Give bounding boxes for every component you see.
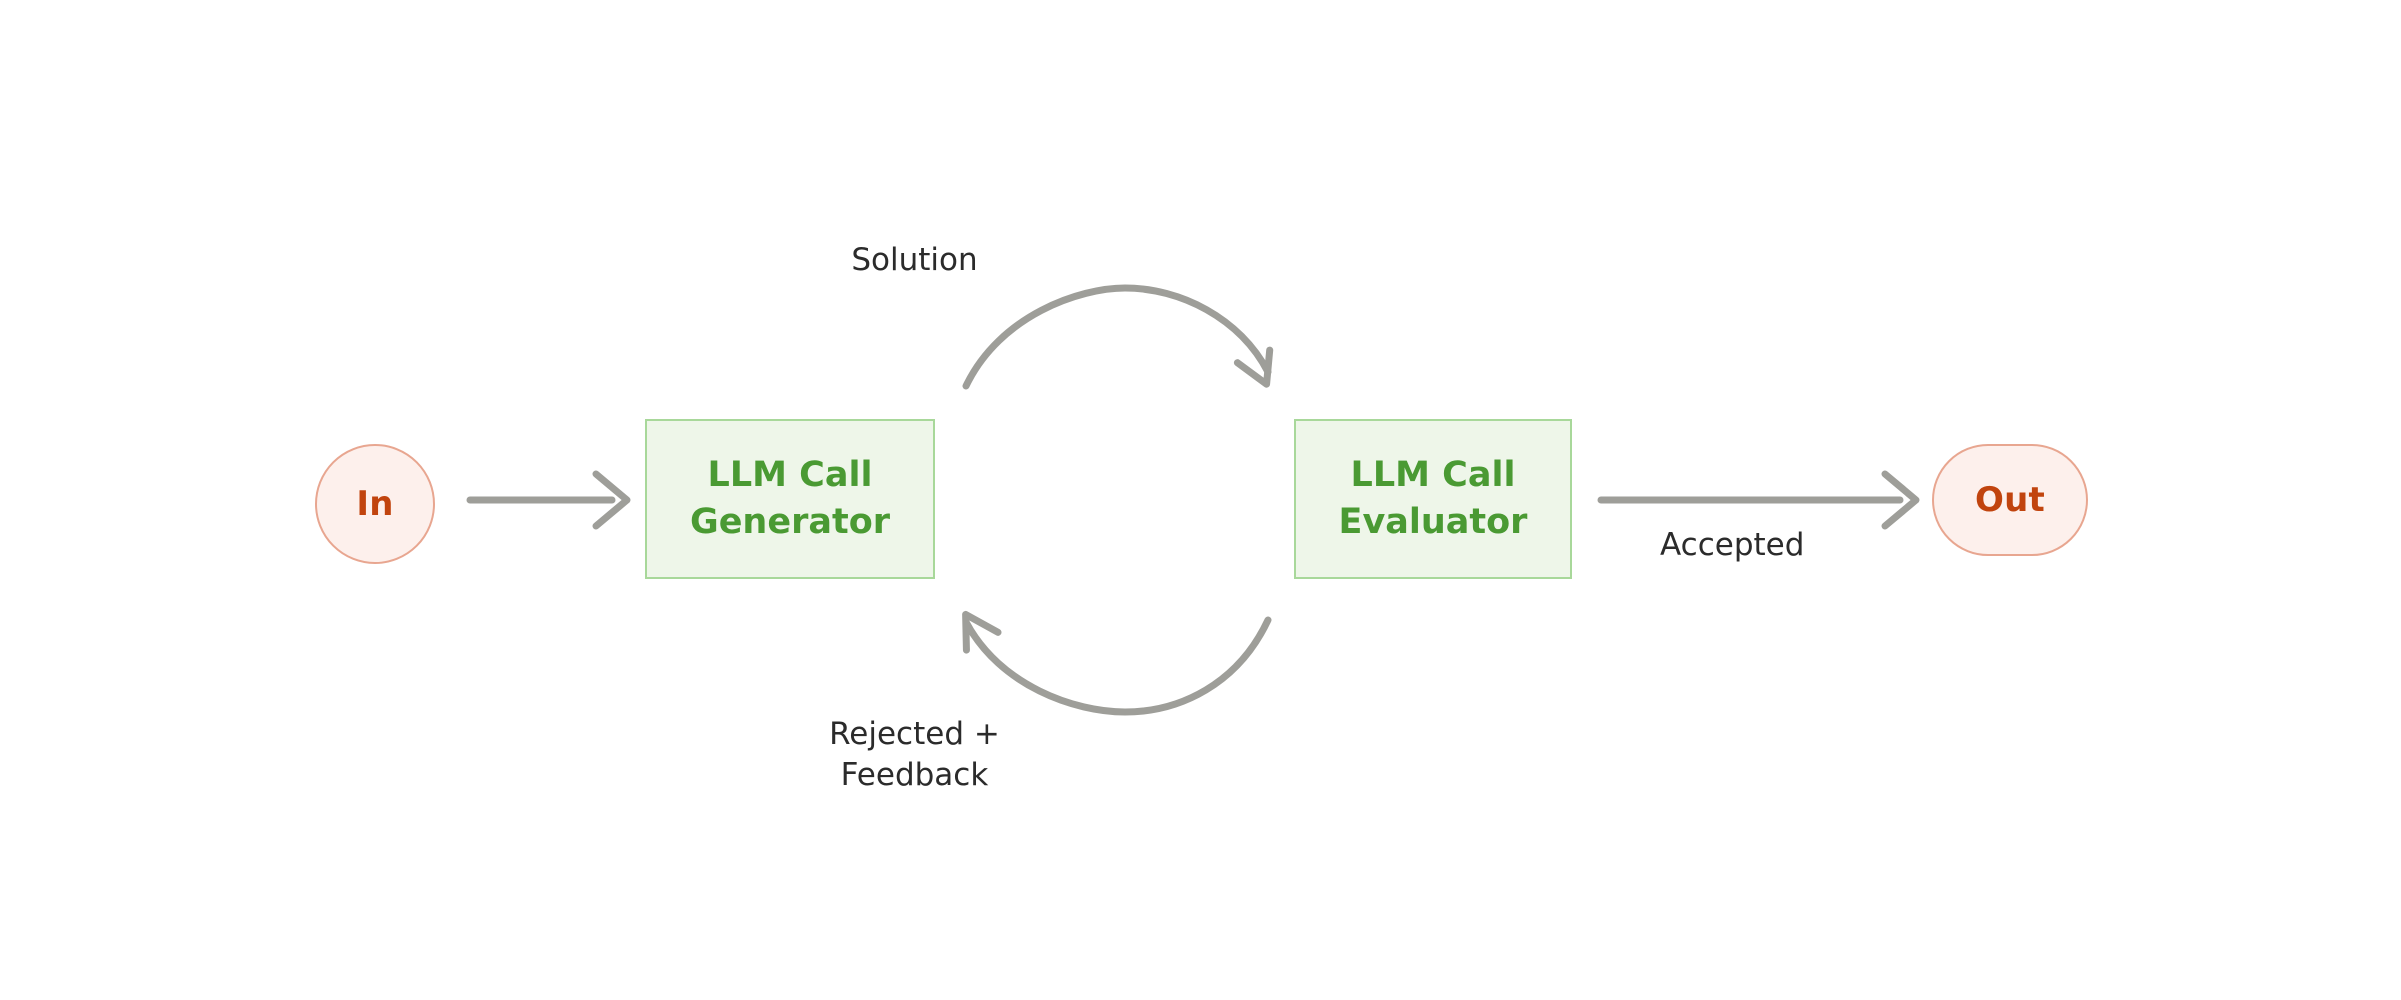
edge-in-to-generator — [466, 470, 631, 530]
node-generator-label-line2: Generator — [689, 502, 891, 542]
edge-generator-to-evaluator — [962, 284, 1274, 390]
edge-label-rejected-feedback: Rejected + Feedback — [0, 714, 2115, 796]
node-evaluator-label-line2: Evaluator — [1338, 502, 1528, 542]
edge-label-solution: Solution — [851, 242, 978, 278]
node-in-label: In — [356, 484, 394, 524]
edge-evaluator-to-out — [1597, 470, 1920, 530]
edge-evaluator-to-generator — [962, 610, 1272, 716]
edge-label-accepted: Accepted — [1660, 527, 1805, 563]
node-in[interactable]: In — [315, 444, 435, 564]
node-llm-call-generator[interactable]: LLM Call Generator — [645, 419, 935, 579]
node-evaluator-label-line1: LLM Call — [1350, 454, 1516, 495]
edge-label-rejected-line2: Feedback — [840, 756, 989, 793]
node-generator-label-line1: LLM Call — [707, 454, 873, 495]
edge-label-rejected-line1: Rejected + — [829, 716, 1000, 752]
node-out[interactable]: Out — [1932, 444, 2088, 556]
node-out-label: Out — [1975, 480, 2045, 520]
node-llm-call-evaluator[interactable]: LLM Call Evaluator — [1294, 419, 1572, 579]
